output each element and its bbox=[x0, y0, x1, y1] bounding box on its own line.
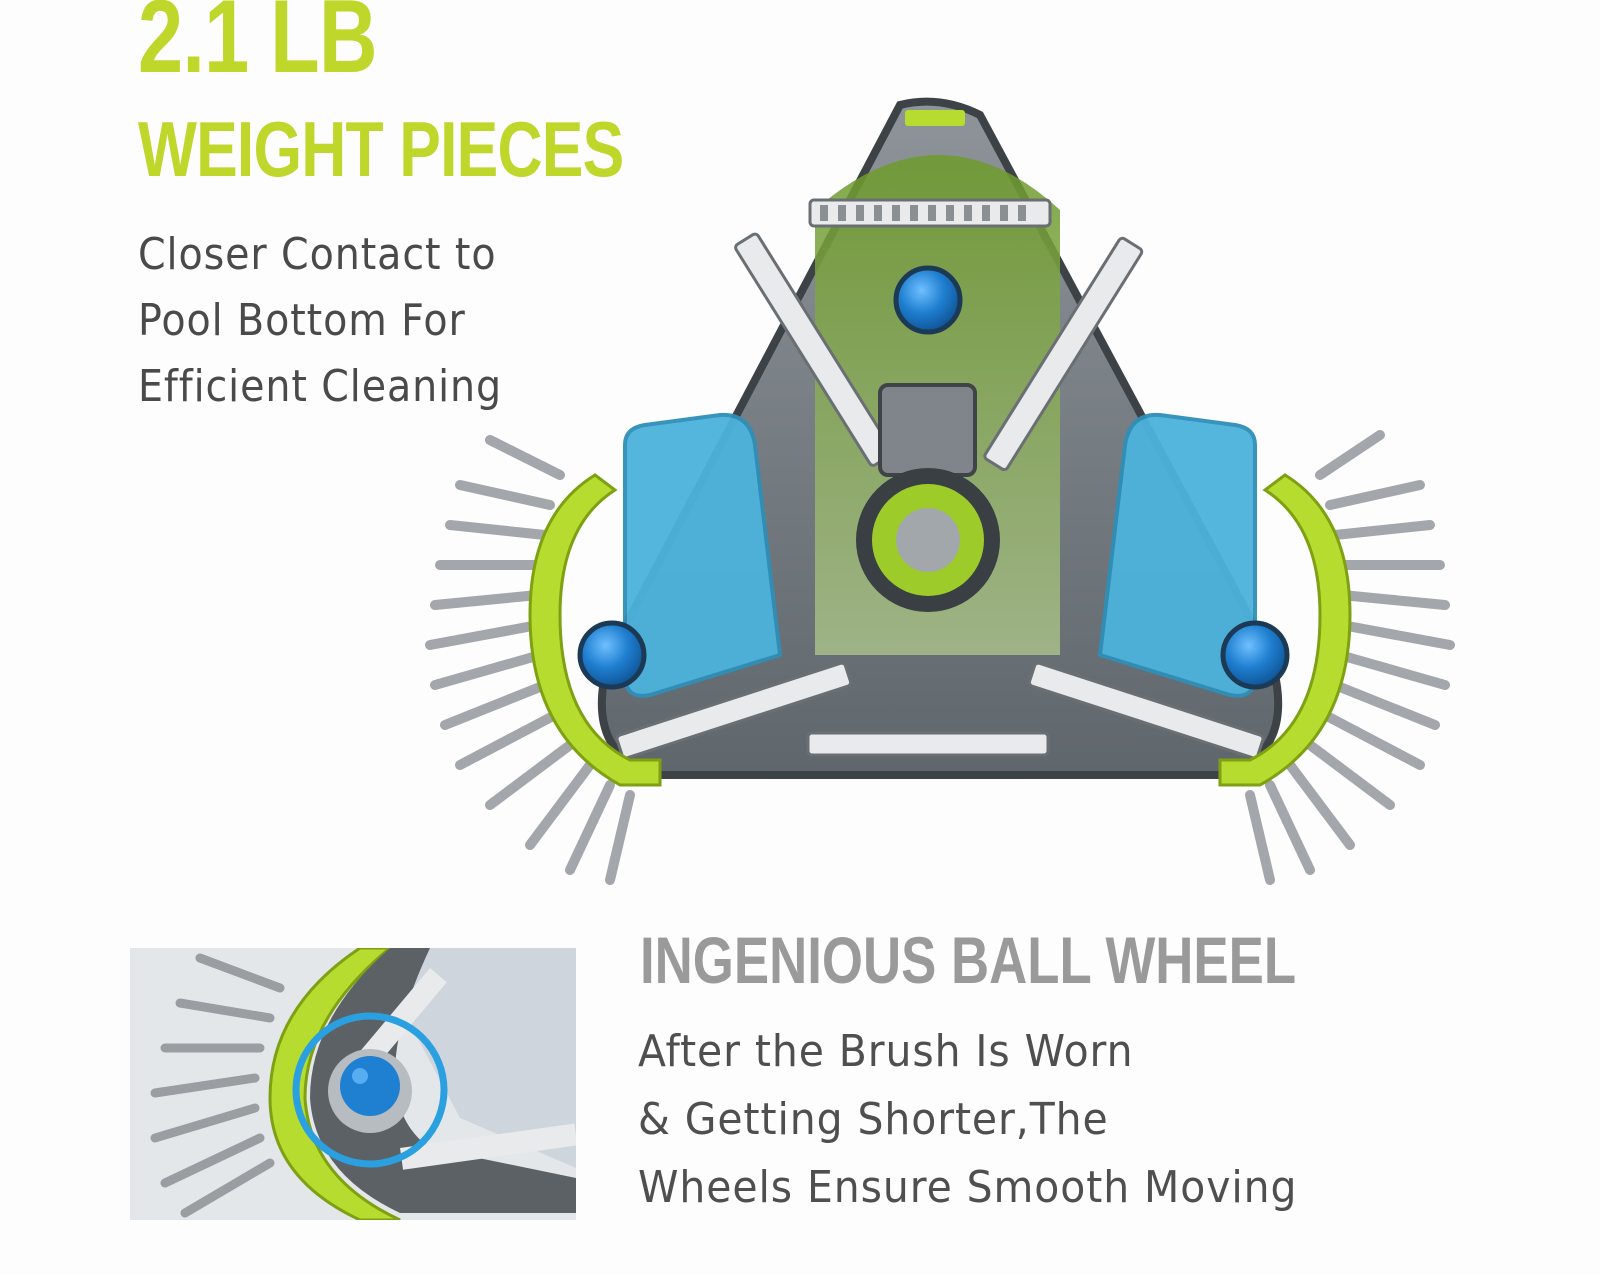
ball-wheel-top bbox=[893, 265, 963, 335]
weight-subheading: WEIGHT PIECES bbox=[138, 105, 624, 193]
left-brush-bristles bbox=[425, 435, 635, 885]
feature-description-line: & Getting Shorter,The bbox=[638, 1094, 1109, 1145]
left-blue-pad bbox=[623, 412, 783, 698]
feature-description: After the Brush Is Worn & Getting Shorte… bbox=[638, 1018, 1297, 1222]
feature-title: INGENIOUS BALL WHEEL bbox=[640, 923, 1297, 997]
ball-wheel-right bbox=[1220, 620, 1290, 690]
pool-vacuum-head-image bbox=[425, 97, 1455, 885]
weight-description-line: Pool Bottom For bbox=[138, 295, 466, 346]
highlight-ring bbox=[292, 1012, 448, 1168]
ball-wheel-closeup-image bbox=[130, 948, 576, 1220]
right-brush-bristles bbox=[1245, 430, 1455, 885]
feature-description-line: Wheels Ensure Smooth Moving bbox=[638, 1162, 1298, 1213]
weight-heading: 2.1 LB bbox=[138, 0, 378, 95]
ball-wheel-left bbox=[577, 620, 647, 690]
ball-wheel bbox=[340, 1056, 400, 1116]
weight-description: Closer Contact to Pool Bottom For Effici… bbox=[138, 222, 502, 420]
right-blue-pad bbox=[1097, 412, 1257, 698]
right-brush-holder bbox=[1218, 473, 1352, 787]
left-brush-holder bbox=[528, 473, 662, 787]
weight-description-line: Efficient Cleaning bbox=[138, 361, 503, 412]
feature-description-line: After the Brush Is Worn bbox=[638, 1026, 1134, 1077]
weight-description-line: Closer Contact to bbox=[138, 229, 497, 280]
